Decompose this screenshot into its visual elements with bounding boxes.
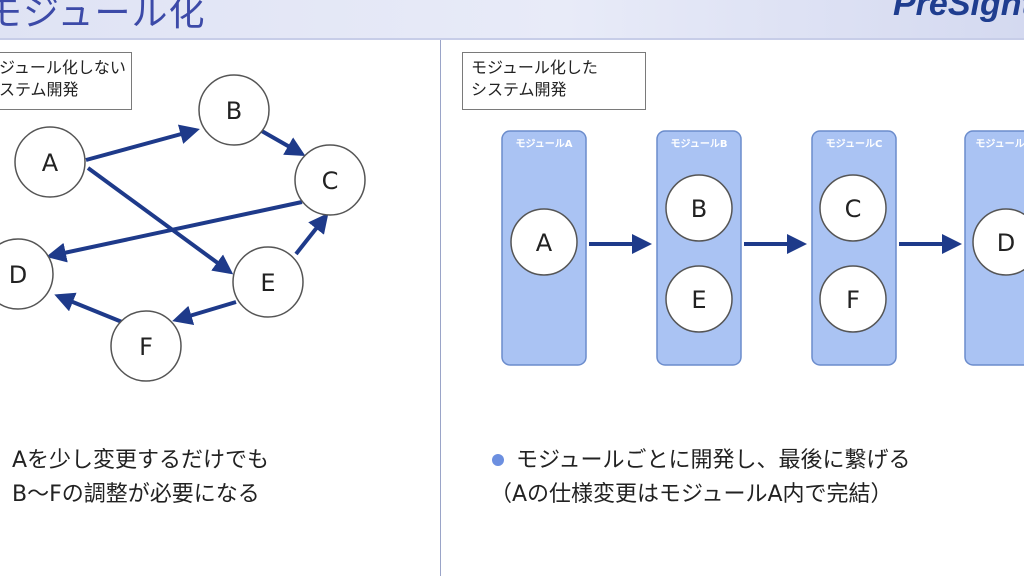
- edge-e-f: [172, 300, 237, 325]
- left-nodes: A B C D E F: [0, 74, 366, 382]
- left-note: Aを少し変更するだけでも B〜Fの調整が必要になる: [12, 444, 269, 512]
- edge-a-e: [86, 166, 234, 275]
- node-label: B: [226, 97, 242, 125]
- module-label: モジュールC: [826, 138, 883, 150]
- bullet-dot-icon: [492, 454, 504, 466]
- node-label: F: [139, 333, 153, 361]
- right-caption-box: モジュール化した システム開発: [462, 52, 646, 110]
- module-node-e: E: [665, 265, 733, 333]
- left-note-line: B〜Fの調整が必要になる: [12, 482, 260, 507]
- module-label: モジュールA: [515, 138, 572, 150]
- page-title: モジュール化: [0, 0, 206, 34]
- node-label: C: [322, 167, 339, 195]
- node-label: D: [997, 229, 1015, 257]
- module-label: モジュール: [975, 138, 1024, 150]
- node-a: A: [14, 126, 86, 198]
- left-caption-line: ステム開発: [0, 80, 79, 99]
- right-caption-line: システム開発: [471, 80, 567, 99]
- left-note-line: Aを少し変更するだけでも: [12, 448, 270, 473]
- edge-f-d: [54, 292, 123, 324]
- node-label: A: [536, 229, 553, 257]
- node-label: E: [691, 286, 706, 314]
- node-label: F: [846, 286, 860, 314]
- node-label: C: [845, 195, 862, 223]
- edge-e-c: [294, 212, 329, 256]
- module-node-f: F: [819, 265, 887, 333]
- header-band: モジュール化 PreSight: [0, 0, 1024, 40]
- brand-logo: PreSight: [893, 0, 1024, 23]
- edge-b-c: [259, 128, 306, 156]
- module-node-b: B: [665, 174, 733, 242]
- node-label: A: [42, 149, 59, 177]
- node-label: E: [260, 269, 275, 297]
- module-label: モジュールB: [671, 138, 728, 150]
- right-note-line: （Aの仕様変更はモジュールA内で完結）: [490, 482, 893, 507]
- node-c: C: [294, 144, 366, 216]
- left-caption-box: ジュール化しない ステム開発: [0, 52, 132, 110]
- module-node-a: A: [510, 208, 578, 276]
- edge-a-b: [85, 124, 200, 162]
- panel-divider: [440, 40, 441, 576]
- node-b: B: [198, 74, 270, 146]
- edge-c-d: [46, 200, 303, 263]
- right-note-line: モジュールごとに開発し、最後に繋げる: [516, 448, 911, 473]
- left-edges: [46, 124, 329, 325]
- module-nodes: A B E C F D: [510, 174, 1024, 333]
- module-labels: モジュールA モジュールB モジュールC モジュール: [515, 138, 1024, 150]
- module-node-c: C: [819, 174, 887, 242]
- left-caption-line: ジュール化しない: [0, 58, 126, 77]
- node-d: D: [0, 238, 54, 310]
- node-e: E: [232, 246, 304, 318]
- right-caption-line: モジュール化した: [471, 58, 598, 77]
- right-note: モジュールごとに開発し、最後に繋げる （Aの仕様変更はモジュールA内で完結）: [490, 444, 910, 512]
- node-label: B: [691, 195, 707, 223]
- module-node-d: D: [972, 208, 1024, 276]
- module-columns: [501, 130, 1024, 366]
- node-label: D: [9, 261, 27, 289]
- node-f: F: [110, 310, 182, 382]
